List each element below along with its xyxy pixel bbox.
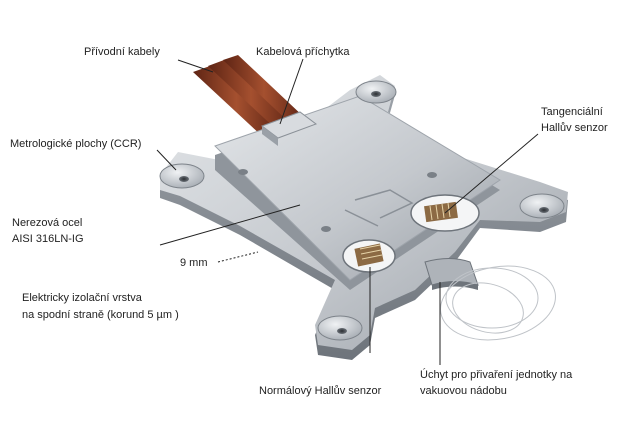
- label-cable-clip: Kabelová příchytka: [256, 46, 350, 58]
- label-mount-line2: vakuovou nádobu: [420, 385, 507, 397]
- label-supply-cables: Přívodní kabely: [84, 46, 160, 58]
- label-mount-line1: Úchyt pro přivaření jednotky na: [420, 369, 573, 381]
- label-steel-line2: AISI 316LN-IG: [12, 233, 84, 245]
- leader-lines: [156, 58, 539, 365]
- cable-clip: [260, 111, 318, 146]
- label-insulation-line2: na spodní straně (korund 5 µm ): [22, 309, 179, 321]
- label-normal-hall-sensor: Normálový Hallův senzor: [259, 385, 382, 397]
- label-tangential-line2: Hallův senzor: [541, 122, 608, 134]
- normal-hall-sensor: [342, 239, 396, 273]
- corner-pads: [159, 80, 565, 341]
- sensor-body: [160, 75, 568, 360]
- insulation-rings: [440, 265, 556, 341]
- welding-mount: [424, 258, 479, 290]
- label-tangential-line1: Tangenciální: [541, 106, 603, 118]
- label-insulation-line1: Elektricky izolační vrstva: [22, 292, 142, 304]
- label-metrology-surfaces: Metrologické plochy (CCR): [10, 138, 142, 150]
- label-steel-line1: Nerezová ocel: [12, 217, 83, 229]
- supply-cables: [193, 55, 305, 137]
- label-thickness: 9 mm: [180, 257, 208, 269]
